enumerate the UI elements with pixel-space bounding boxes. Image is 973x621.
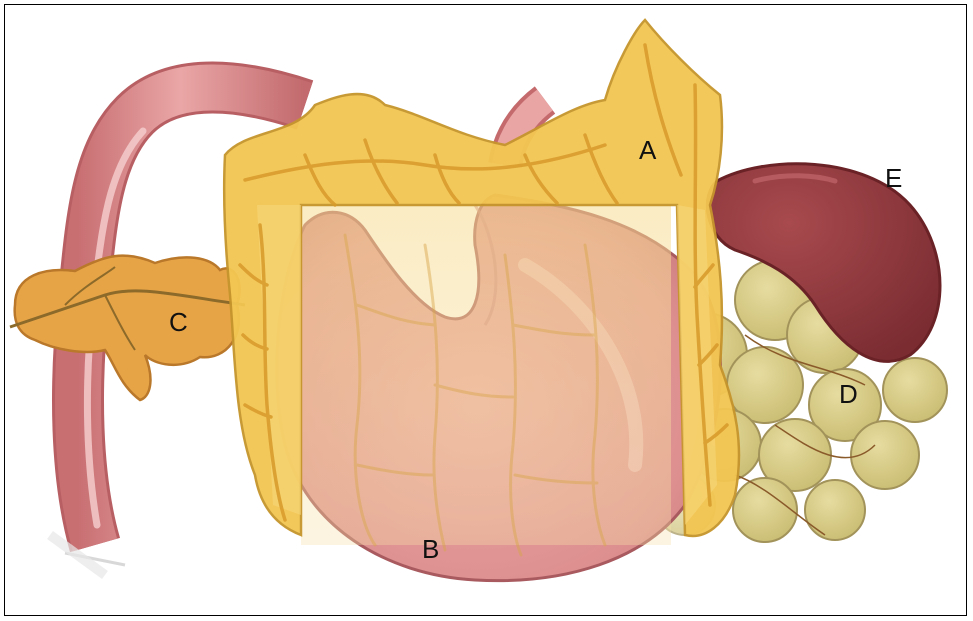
label-d: D (839, 379, 858, 409)
label-a: A (639, 135, 657, 165)
label-b: B (422, 534, 439, 564)
anatomy-illustration: A B C D E (5, 5, 967, 616)
label-e: E (885, 163, 902, 193)
diagram-frame: A B C D E (4, 4, 967, 616)
pancreas (10, 256, 245, 400)
label-c: C (169, 307, 188, 337)
